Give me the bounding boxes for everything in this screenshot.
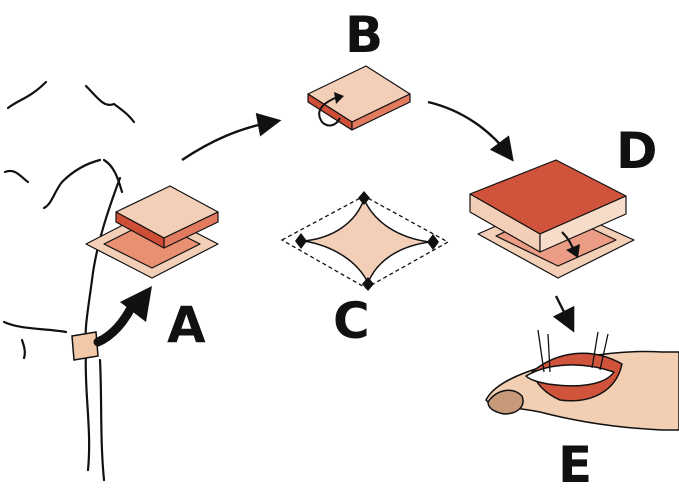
arrow-d-to-e xyxy=(552,295,575,333)
press-arrow-d xyxy=(561,231,580,258)
donor-site-patch xyxy=(71,331,99,361)
graft-b xyxy=(307,65,411,131)
arrow-b-to-d xyxy=(427,100,514,162)
step-label-c: C xyxy=(333,292,370,350)
harvest-arrow xyxy=(93,286,152,347)
stretched-graft-c xyxy=(280,191,450,291)
graft-stack-d xyxy=(469,159,635,279)
body-sketch xyxy=(2,80,136,482)
step-label-b: B xyxy=(345,6,384,64)
step-label-a: A xyxy=(167,296,206,354)
arrow-a-to-b xyxy=(181,112,282,161)
step-label-d: D xyxy=(616,122,658,180)
graft-stack-a xyxy=(85,185,219,279)
rotate-icon xyxy=(318,92,344,127)
finger-graft-e xyxy=(485,329,679,431)
step-label-e: E xyxy=(558,436,593,494)
